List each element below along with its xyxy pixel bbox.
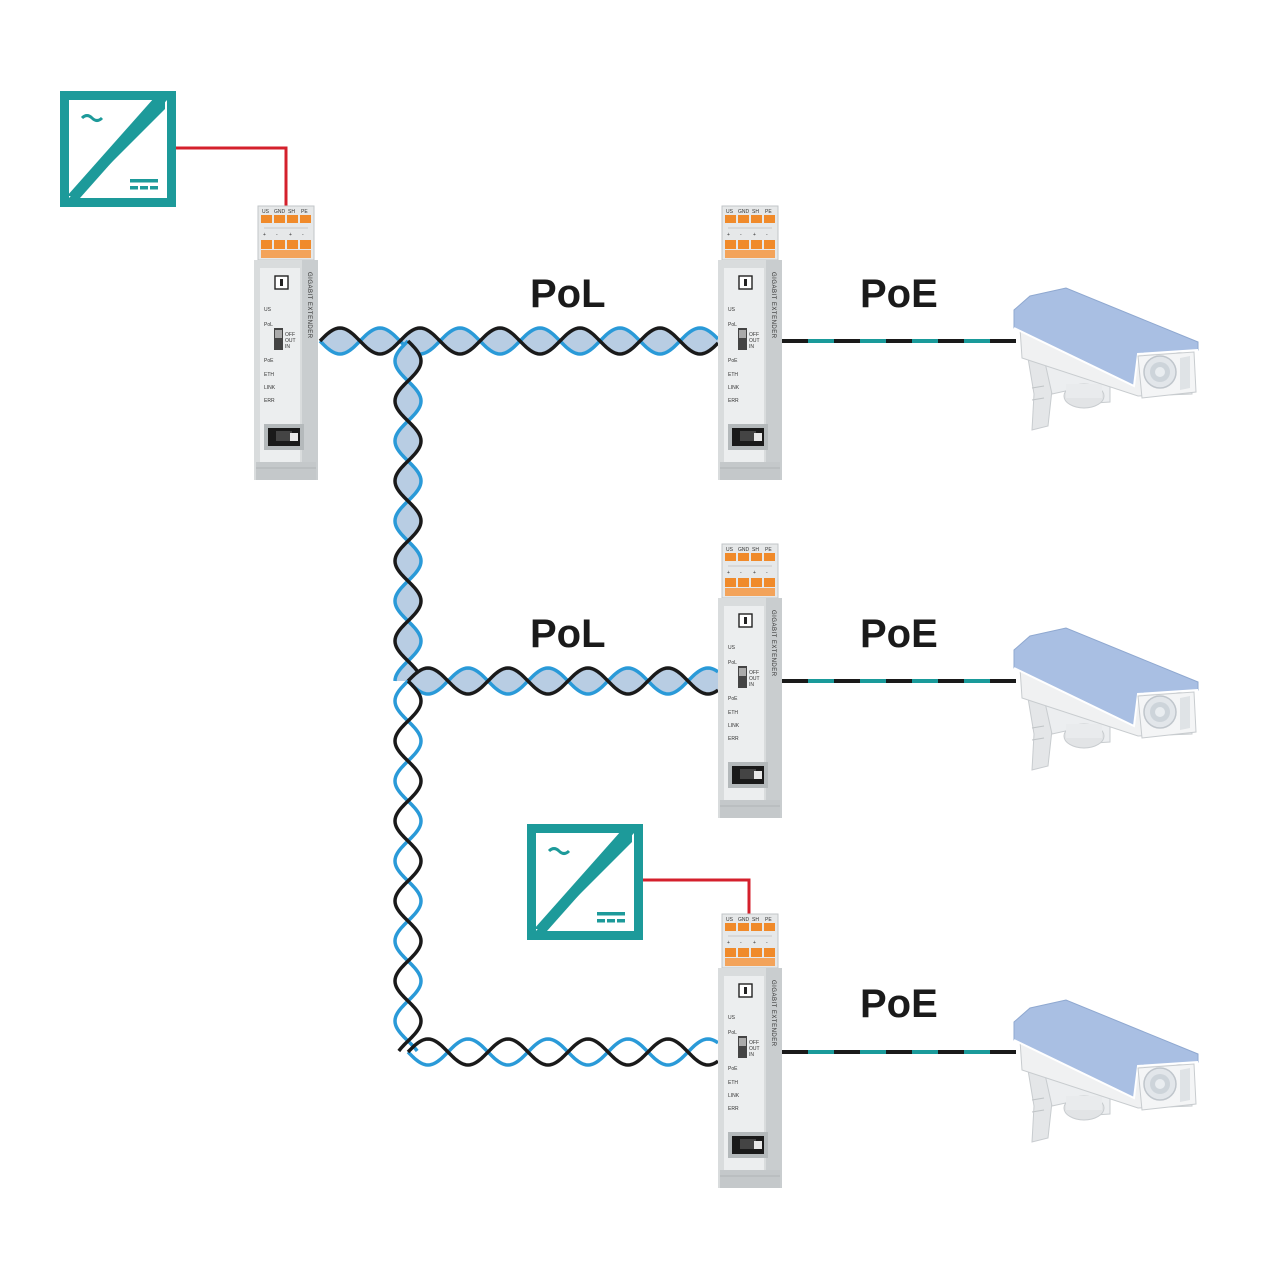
pol-strand-blue: [406, 1037, 719, 1067]
pol-strand-dark: [393, 339, 423, 682]
gigabit-extender-bottom: [717, 913, 783, 1189]
camera-mid-icon: [1013, 627, 1199, 771]
camera-bottom-icon: [1013, 999, 1199, 1143]
pol-strand-dark: [406, 1037, 719, 1067]
power-supply-top-icon: [58, 89, 178, 209]
pol-label-mid: PoL: [530, 612, 606, 656]
camera-top-icon: [1013, 287, 1199, 431]
gigabit-extender-top: [717, 205, 783, 481]
gigabit-extender-mid: [717, 543, 783, 819]
power-supply-bottom-icon: [525, 822, 645, 942]
poe-label-mid: PoE: [860, 612, 938, 656]
pol-strand-blue: [393, 679, 423, 1053]
pol-twisted-pair-cables: [318, 326, 720, 1067]
pol-cable-fill: [395, 341, 421, 681]
gigabit-extender-main: [253, 205, 319, 481]
pol-strand-dark: [318, 326, 720, 356]
poe-label-bottom: PoE: [860, 982, 938, 1026]
pol-strand-blue: [406, 666, 719, 696]
pol-label-top: PoL: [530, 272, 606, 316]
pol-strand-dark: [393, 679, 423, 1053]
pol-cable-fill: [408, 668, 718, 694]
pol-strand-dark: [406, 666, 719, 696]
power-line-bottom: [642, 878, 751, 918]
poe-label-top: PoE: [860, 272, 938, 316]
power-line-top: [176, 146, 288, 208]
pol-strand-blue: [393, 339, 423, 682]
